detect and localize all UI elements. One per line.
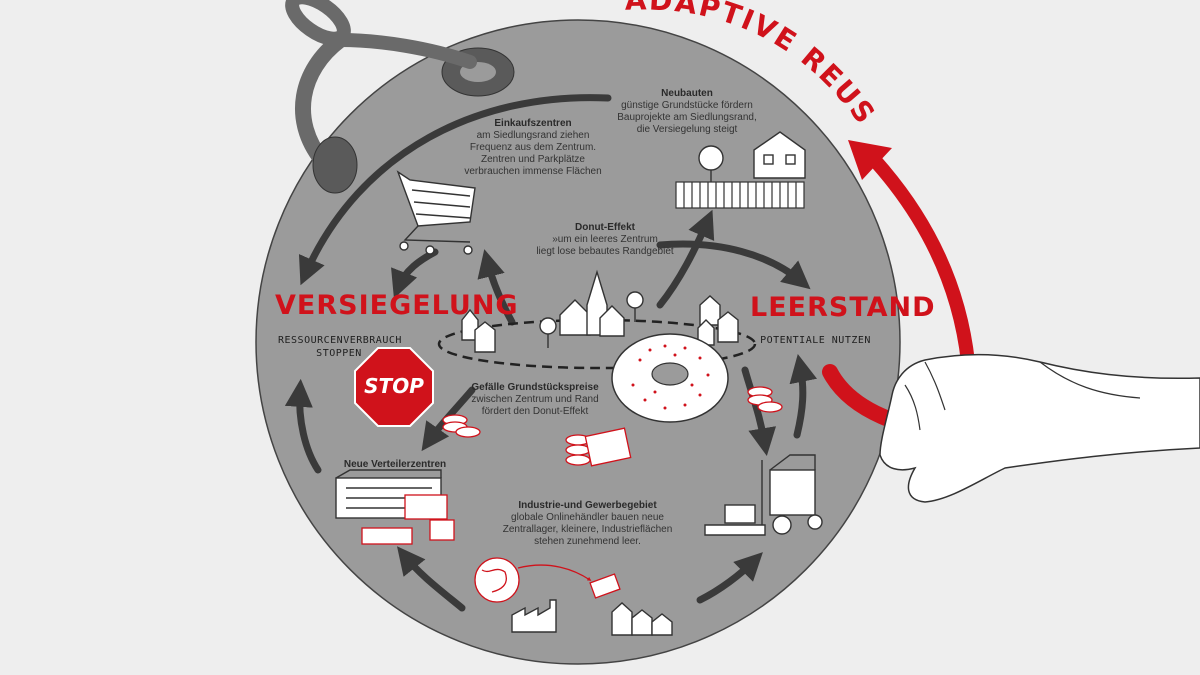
gefaelle-body: zwischen Zentrum und Rand fördert den Do… bbox=[471, 394, 599, 417]
leerstand-title: LEERSTAND bbox=[750, 292, 936, 323]
leerstand-subtitle: POTENTIALE NUTZEN bbox=[760, 335, 871, 346]
small-town-icon bbox=[611, 602, 673, 636]
einkaufszentren-note: Einkaufszentren am Siedlungsrand ziehen … bbox=[448, 118, 618, 178]
donut-icon bbox=[611, 333, 729, 423]
shopping-cart-icon bbox=[396, 170, 476, 255]
versiegelung-subtitle: RESSOURCENVERBRAUCH STOPPEN bbox=[278, 335, 402, 359]
neubauten-body: günstige Grundstücke fördern Bauprojekte… bbox=[617, 100, 757, 135]
einkaufszentren-title: Einkaufszentren bbox=[494, 118, 572, 129]
factory-icon bbox=[511, 599, 557, 633]
forklift-icon bbox=[704, 454, 823, 536]
gefaelle-title: Gefälle Grundstückspreise bbox=[471, 382, 599, 393]
town-icon bbox=[461, 269, 739, 353]
einkaufszentren-body: am Siedlungsrand ziehen Frequenz aus dem… bbox=[464, 130, 602, 177]
house-icon bbox=[753, 131, 806, 179]
verteilerzentren-note: Neue Verteilerzentren bbox=[330, 459, 460, 471]
cycle-arrows bbox=[284, 94, 818, 612]
donut-title: Donut-Effekt bbox=[575, 222, 635, 233]
neubauten-title: Neubauten bbox=[661, 88, 713, 99]
chain-icon bbox=[285, 0, 515, 194]
donut-body: »um ein leeres Zentrum liegt lose bebaut… bbox=[536, 234, 674, 257]
donut-note: Donut-Effekt »um ein leeres Zentrum lieg… bbox=[510, 222, 700, 258]
neubauten-note: Neubauten günstige Grundstücke fördern B… bbox=[592, 88, 782, 136]
industrie-body: globale Onlinehändler bauen neue Zentral… bbox=[502, 512, 673, 547]
verteilerzentren-title: Neue Verteilerzentren bbox=[343, 459, 447, 470]
stop-sign-icon bbox=[354, 347, 434, 427]
globe-icon bbox=[474, 557, 621, 603]
industrie-title: Industrie-und Gewerbegebiet bbox=[518, 500, 657, 511]
boxes-icon bbox=[361, 494, 455, 545]
stop-sign-label: STOP bbox=[364, 374, 424, 398]
fence-icon bbox=[675, 181, 805, 209]
gefaelle-note: Gefälle Grundstückspreise zwischen Zentr… bbox=[455, 382, 615, 418]
hand-icon bbox=[879, 353, 1200, 503]
versiegelung-title: VERSIEGELUNG bbox=[275, 290, 519, 321]
industrie-note: Industrie-und Gewerbegebiet globale Onli… bbox=[495, 500, 680, 548]
tree-icon bbox=[698, 145, 724, 182]
money-stack-icon bbox=[442, 386, 783, 467]
